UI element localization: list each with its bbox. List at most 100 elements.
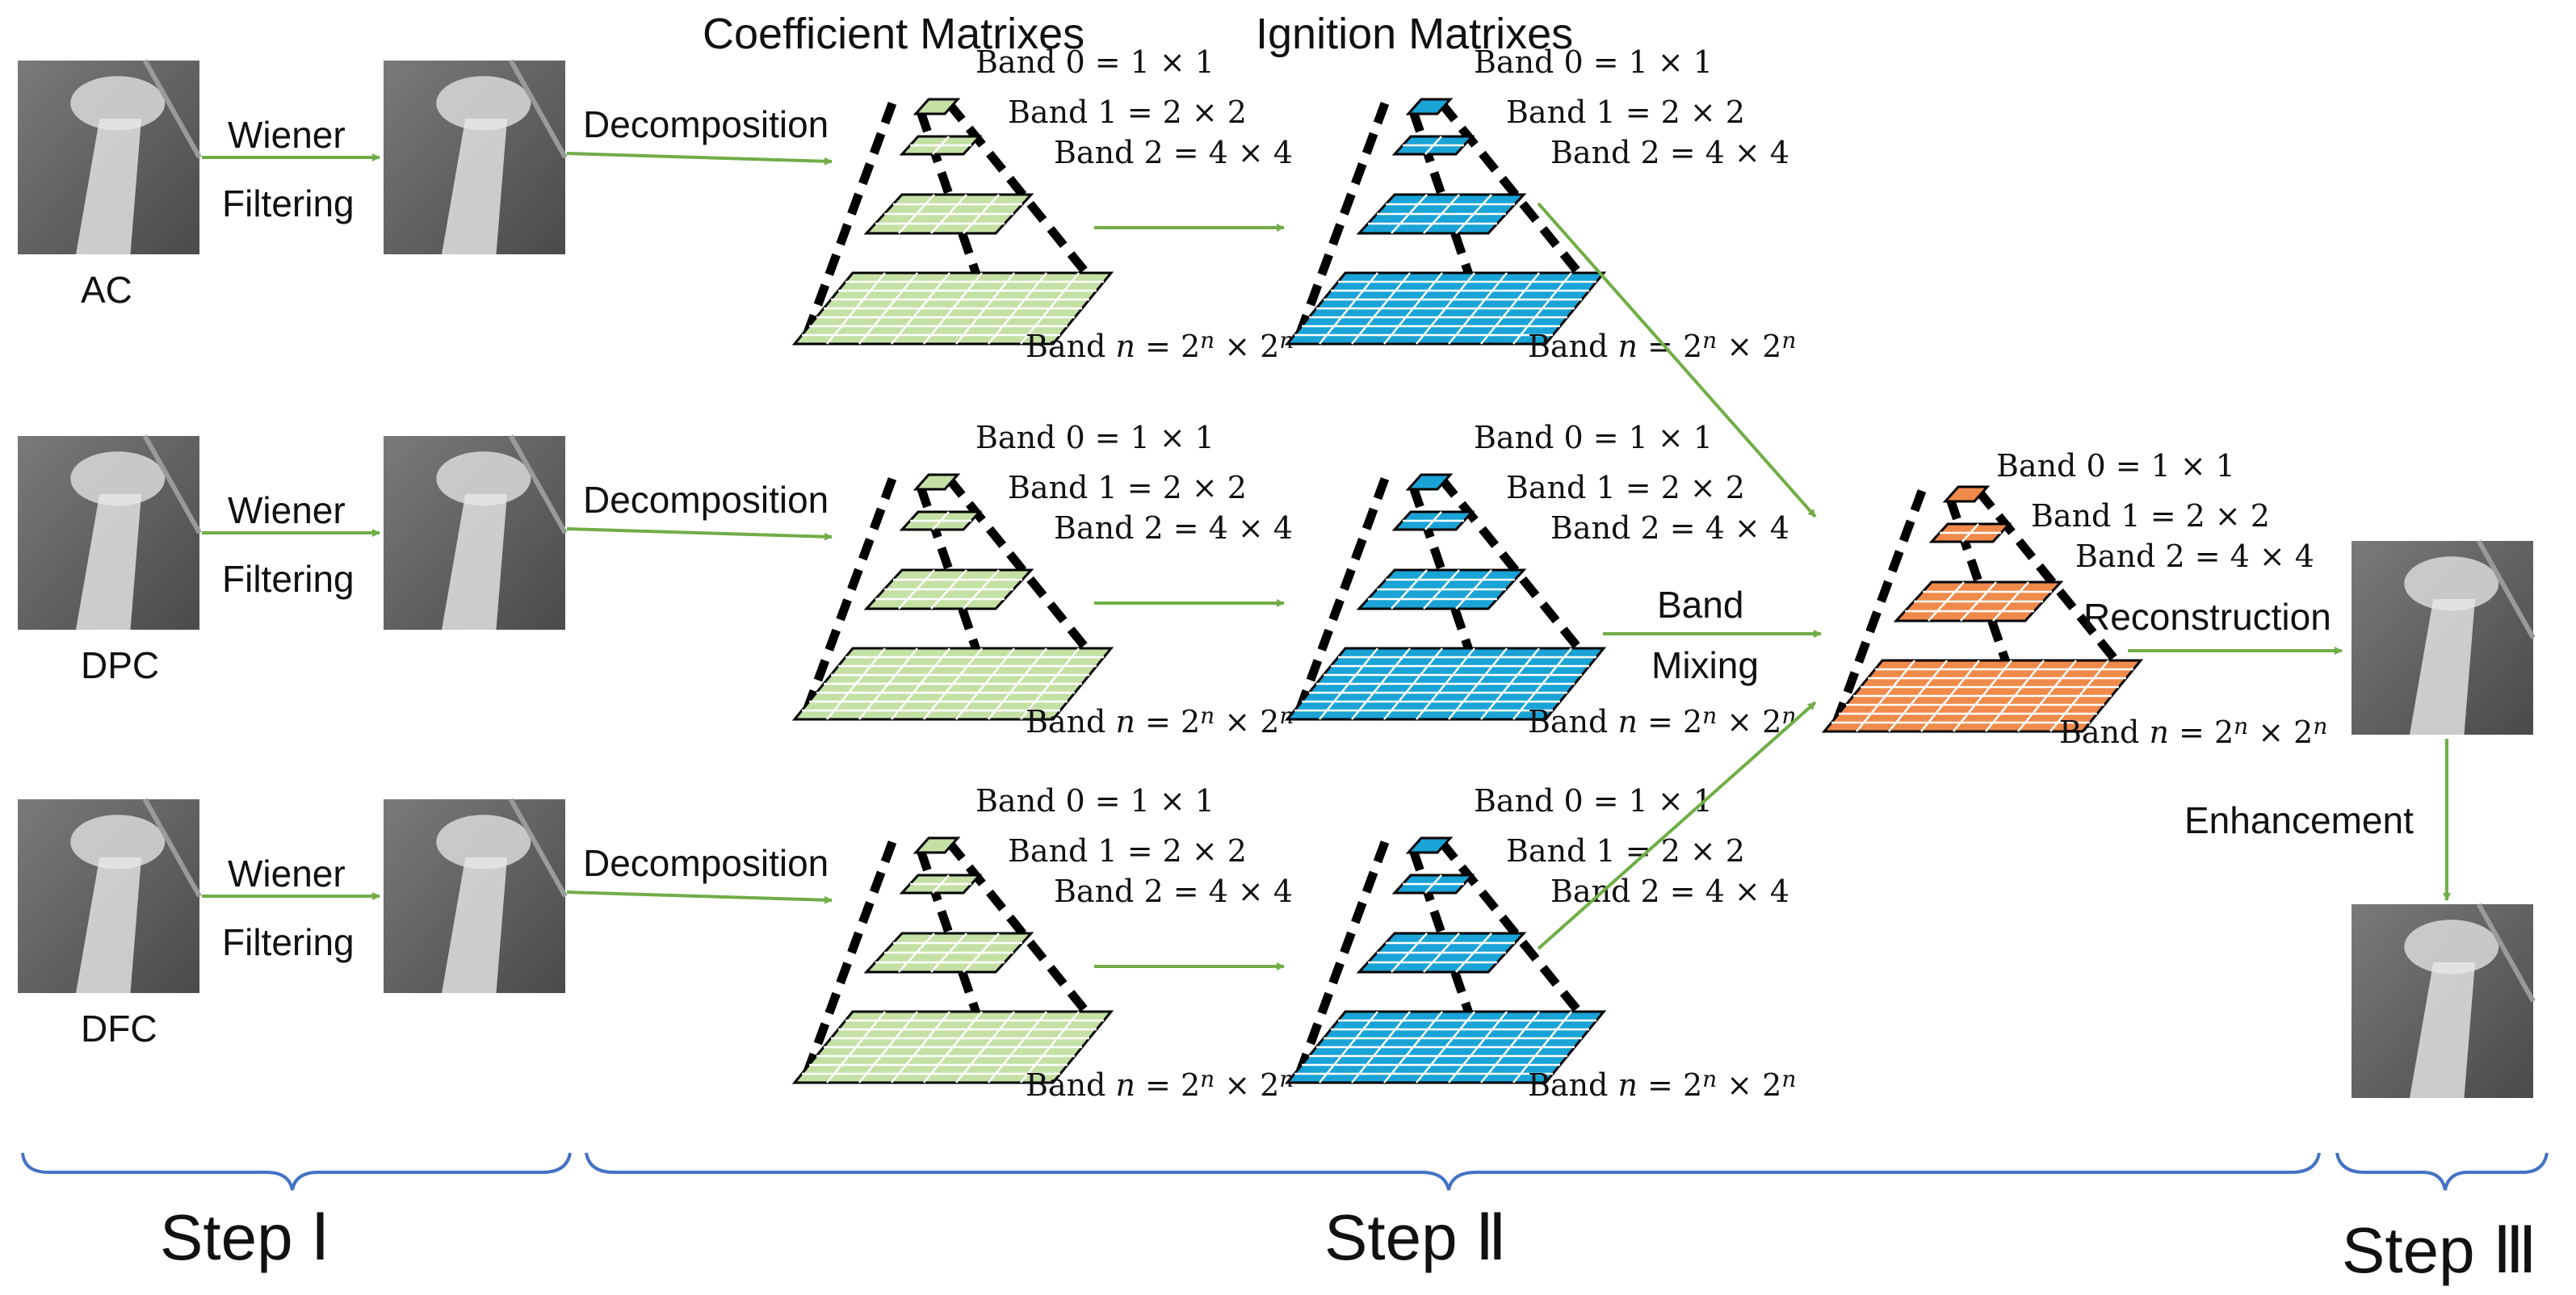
mixed-bandn-label: Band n = 2n × 2n <box>2059 713 2327 750</box>
decomposition-label-2: Decomposition <box>583 842 829 884</box>
source-label-dpc: DPC <box>81 644 159 686</box>
coefficient-band2-label-0: Band 2 = 4 × 4 <box>1054 135 1293 170</box>
coefficient-pyramid-1 <box>791 473 1114 721</box>
coefficient-pyramid-2 <box>791 836 1114 1084</box>
coefficient-bandn-label-2: Band n = 2n × 2n <box>1026 1066 1294 1103</box>
ac-xray-image-original <box>18 59 202 254</box>
step-3-brace <box>2335 1152 2549 1191</box>
mixing-label: Mixing <box>1651 644 1759 686</box>
mixed-band-n-grid <box>1821 659 2144 733</box>
ignition-bandn-label-0: Band n = 2n × 2n <box>1528 327 1796 364</box>
ignition-bandn-label-2: Band n = 2n × 2n <box>1528 1066 1796 1103</box>
coefficient-band1-label-1: Band 1 = 2 × 2 <box>1008 470 1247 505</box>
ignition-band-0-grid <box>1405 98 1454 115</box>
decomposition-arrow-2 <box>566 891 833 904</box>
coefficient-band1-label-0: Band 1 = 2 × 2 <box>1008 94 1247 130</box>
enhancement-label: Enhancement <box>2184 799 2414 841</box>
ignition-bandn-label-1: Band n = 2n × 2n <box>1528 702 1796 740</box>
coefficient-bandn-label-0: Band n = 2n × 2n <box>1026 327 1294 364</box>
source-label-ac: AC <box>81 269 132 311</box>
ignition-band2-label-2: Band 2 = 4 × 4 <box>1550 874 1789 909</box>
dpc-xray-image-original <box>18 434 202 630</box>
coefficient-band-0-grid <box>913 836 961 854</box>
ignition-band-1-grid <box>1391 874 1475 895</box>
ac-xray-image-filtered <box>384 59 568 254</box>
source-label-dfc: DFC <box>81 1008 157 1050</box>
ignition-matrixes-header: Ignition Matrixes <box>1256 10 1573 58</box>
mix-arrow-bottom <box>1537 701 1817 950</box>
mix-arrow-top <box>1537 202 1817 518</box>
coefficient-band0-label-0: Band 0 = 1 × 1 <box>975 44 1215 80</box>
step-3-label: Step Ⅲ <box>2342 1214 2537 1286</box>
mixed-pyramid-0 <box>1821 485 2144 733</box>
ignition-band1-label-1: Band 1 = 2 × 2 <box>1506 470 1745 505</box>
coefficient-bandn-label-1: Band n = 2n × 2n <box>1026 702 1294 740</box>
decomposition-label-0: Decomposition <box>583 103 829 145</box>
coefficient-band-0-grid <box>913 473 961 491</box>
wiener-label-2: Wiener <box>228 853 346 895</box>
mixed-band0-label: Band 0 = 1 × 1 <box>1996 448 2235 484</box>
mixed-band1-label: Band 1 = 2 × 2 <box>2031 498 2270 534</box>
decomposition-label-1: Decomposition <box>583 479 829 521</box>
dpc-xray-image-filtered <box>384 434 568 630</box>
coefficient-matrixes-header: Coefficient Matrixes <box>703 10 1085 58</box>
mixed-band-1-grid <box>1928 522 2012 543</box>
wiener-label-0: Wiener <box>228 114 346 156</box>
ignition-band-1-grid <box>1391 510 1475 531</box>
coefficient-band-2-grid <box>863 568 1034 610</box>
ignition-band-0-grid <box>1405 473 1454 491</box>
coefficient-band2-label-1: Band 2 = 4 × 4 <box>1054 510 1293 546</box>
ignition-pyramid-2 <box>1284 836 1607 1084</box>
filtering-label-2: Filtering <box>222 921 355 963</box>
coefficient-band-n-grid <box>791 271 1114 346</box>
wiener-label-1: Wiener <box>228 489 346 531</box>
step-1-label: Step Ⅰ <box>160 1201 329 1273</box>
coefficient-band-2-grid <box>863 193 1034 235</box>
ignition-band0-label-2: Band 0 = 1 × 1 <box>1474 783 1713 819</box>
ignition-band2-label-0: Band 2 = 4 × 4 <box>1550 135 1789 170</box>
coefficient-band-1-grid <box>899 510 983 531</box>
filtering-label-1: Filtering <box>222 558 355 600</box>
decomposition-arrow-1 <box>566 527 833 541</box>
band-label: Band <box>1657 584 1743 626</box>
ignition-band-n-grid <box>1284 271 1607 346</box>
coefficient-band0-label-1: Band 0 = 1 × 1 <box>975 420 1215 455</box>
ignition-band-n-grid <box>1284 1010 1607 1084</box>
coefficient-band-n-grid <box>791 647 1114 721</box>
coefficient-band1-label-2: Band 1 = 2 × 2 <box>1008 833 1247 869</box>
filtering-label-0: Filtering <box>222 182 355 224</box>
coefficient-band-2-grid <box>863 932 1034 974</box>
ignition-band-2-grid <box>1356 568 1527 610</box>
coefficient-band-1-grid <box>899 135 983 156</box>
coefficient-band2-label-2: Band 2 = 4 × 4 <box>1054 874 1293 909</box>
enhanced-image <box>2352 903 2536 1098</box>
coefficient-pyramid-0 <box>791 98 1114 346</box>
ignition-band1-label-2: Band 1 = 2 × 2 <box>1506 833 1745 869</box>
dfc-xray-image-original <box>18 798 202 993</box>
ignition-band-1-grid <box>1391 135 1475 156</box>
mixed-band-2-grid <box>1893 580 2064 622</box>
ignition-band0-label-1: Band 0 = 1 × 1 <box>1474 420 1713 455</box>
coefficient-band0-label-2: Band 0 = 1 × 1 <box>975 783 1215 819</box>
dfc-xray-image-filtered <box>384 798 568 993</box>
ignition-pyramid-0 <box>1284 98 1607 346</box>
ignition-band-0-grid <box>1405 836 1454 854</box>
mixed-band-0-grid <box>1942 485 1991 503</box>
step-2-label: Step Ⅱ <box>1324 1201 1507 1273</box>
reconstruction-label: Reconstruction <box>2083 596 2331 638</box>
mixed-band2-label: Band 2 = 4 × 4 <box>2075 539 2314 574</box>
ignition-band2-label-1: Band 2 = 4 × 4 <box>1550 510 1789 546</box>
decomposition-arrow-0 <box>566 152 833 166</box>
reconstructed-image <box>2352 539 2536 735</box>
ignition-band-2-grid <box>1356 932 1527 974</box>
ignition-band0-label-0: Band 0 = 1 × 1 <box>1474 44 1713 80</box>
coefficient-band-n-grid <box>791 1010 1114 1084</box>
ignition-band1-label-0: Band 1 = 2 × 2 <box>1506 94 1745 130</box>
step-1-brace <box>21 1152 572 1191</box>
ignition-pyramid-1 <box>1284 473 1607 721</box>
step-2-brace <box>585 1152 2321 1191</box>
coefficient-band-1-grid <box>899 874 983 895</box>
coefficient-band-0-grid <box>913 98 961 115</box>
ignition-band-n-grid <box>1284 647 1607 721</box>
